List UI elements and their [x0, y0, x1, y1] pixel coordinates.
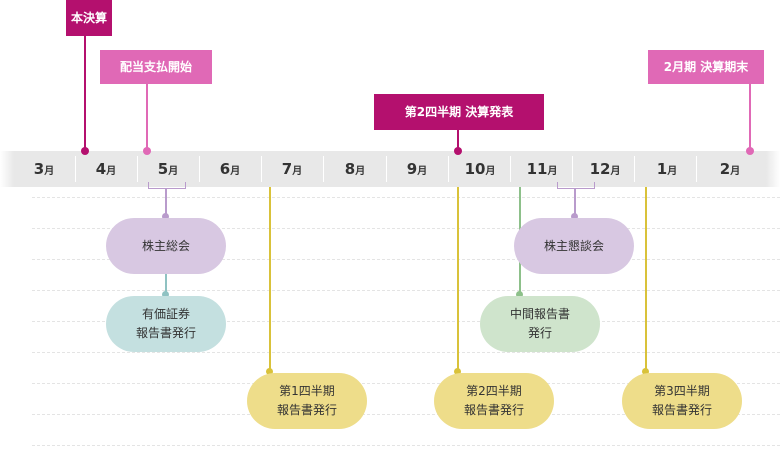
full-year-results-dot [81, 147, 89, 155]
fiscal-year-end-tag: 2月期 決算期末 [648, 50, 764, 84]
month-separator [572, 156, 573, 182]
interim-report-pill: 中間報告書 発行 [480, 296, 600, 352]
q3-report-pill: 第3四半期 報告書発行 [622, 373, 742, 429]
q3-report-dot [642, 368, 649, 375]
q3-report-stem [645, 187, 647, 373]
fiscal-year-end-dot [746, 147, 754, 155]
month-separator [386, 156, 387, 182]
agm-label: 株主総会 [141, 238, 190, 253]
q2-report-pill: 第2四半期 報告書発行 [434, 373, 554, 429]
fiscal-year-end-line [749, 84, 751, 148]
month-label-dec: 12月 [589, 160, 621, 178]
q2-report-stem [457, 187, 459, 373]
dividend-start-tag: 配当支払開始 [100, 50, 212, 84]
month-label-sep: 9月 [406, 160, 428, 178]
shareholder-meeting-pill: 株主懇談会 [514, 218, 634, 274]
q1-report-dot [266, 368, 273, 375]
month-separator [323, 156, 324, 182]
q2-results-line [457, 130, 459, 148]
month-separator [696, 156, 697, 182]
full-year-results-line [84, 36, 86, 148]
month-label-mar: 3月 [33, 160, 55, 178]
grid-line [32, 197, 780, 198]
agm-stem [165, 189, 167, 217]
agm-pill: 株主総会 [106, 218, 226, 274]
grid-line [32, 383, 780, 384]
month-separator [261, 156, 262, 182]
q1-report-label-line2: 報告書発行 [276, 403, 337, 417]
full-year-results-tag: 本決算 [66, 0, 112, 36]
securities-report-label-line1: 有価証券 [141, 307, 190, 321]
securities-report-label-line2: 報告書発行 [135, 326, 196, 340]
month-label-aug: 8月 [344, 160, 366, 178]
month-label-feb: 2月 [719, 160, 741, 178]
month-separator [634, 156, 635, 182]
month-label-nov: 11月 [526, 160, 558, 178]
shareholder-meeting-dot [571, 213, 578, 220]
dividend-start-dot [143, 147, 151, 155]
grid-line [32, 352, 780, 353]
grid-line [32, 414, 780, 415]
month-separator [75, 156, 76, 182]
q3-report-label-line2: 報告書発行 [651, 403, 712, 417]
interim-report-label-line2: 発行 [527, 326, 552, 340]
month-label-oct: 10月 [464, 160, 496, 178]
month-separator [137, 156, 138, 182]
month-separator [448, 156, 449, 182]
month-label-jan: 1月 [656, 160, 678, 178]
grid-line [32, 228, 780, 229]
q2-results-dot [454, 147, 462, 155]
q1-report-label-line1: 第1四半期 [279, 384, 335, 398]
month-separator [510, 156, 511, 182]
month-bar [0, 151, 780, 187]
q2-results-tag: 第2四半期 決算発表 [374, 94, 544, 130]
securities-report-stem [165, 274, 167, 296]
q3-report-label-line1: 第3四半期 [654, 384, 710, 398]
interim-report-dot [516, 291, 523, 298]
month-label-apr: 4月 [95, 160, 117, 178]
month-separator [199, 156, 200, 182]
interim-report-label-line1: 中間報告書 [509, 307, 570, 321]
securities-report-dot [162, 291, 169, 298]
shareholder-meeting-label: 株主懇談会 [543, 238, 604, 253]
grid-line [32, 445, 780, 446]
shareholder-meeting-stem [574, 189, 576, 217]
month-label-jul: 7月 [281, 160, 303, 178]
q1-report-stem [269, 187, 271, 373]
month-label-jun: 6月 [219, 160, 241, 178]
grid-line [32, 321, 780, 322]
grid-line [32, 259, 780, 260]
q1-report-pill: 第1四半期 報告書発行 [247, 373, 367, 429]
agm-dot [162, 213, 169, 220]
month-label-may: 5月 [157, 160, 179, 178]
agm-bracket [148, 182, 186, 189]
grid-line [32, 290, 780, 291]
q2-report-label-line2: 報告書発行 [463, 403, 524, 417]
shareholder-meeting-bracket [557, 182, 595, 189]
q2-report-label-line1: 第2四半期 [466, 384, 522, 398]
dividend-start-line [146, 84, 148, 148]
securities-report-pill: 有価証券 報告書発行 [106, 296, 226, 352]
q2-report-dot [454, 368, 461, 375]
